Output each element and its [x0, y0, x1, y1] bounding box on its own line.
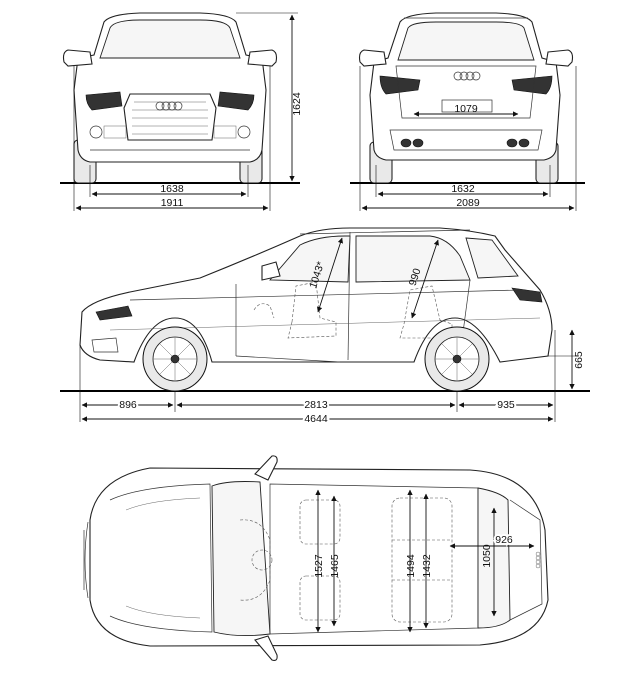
wheelbase-label: 2813 — [304, 399, 328, 411]
front-overhang-label: 896 — [119, 399, 137, 411]
front-shoulder-label: 1527 — [313, 554, 325, 578]
ground-clearance-label: 665 — [573, 351, 585, 369]
rear-width-label: 2089 — [456, 197, 480, 209]
front-track-label: 1638 — [160, 183, 184, 195]
front-elbow-label: 1465 — [329, 554, 341, 578]
trunk-width-label: 1050 — [481, 544, 493, 568]
front-view: 1624 1638 1911 — [60, 12, 303, 211]
rear-track-label: 1632 — [451, 183, 475, 195]
trunk-length-label: 926 — [495, 534, 513, 546]
rear-elbow-label: 1432 — [421, 554, 433, 578]
rear-view: 1079 1632 2089 — [350, 12, 585, 211]
rear-wheel — [424, 326, 490, 392]
front-wheel — [142, 326, 208, 392]
overall-length-label: 4644 — [304, 413, 328, 425]
front-width-label: 1911 — [161, 197, 184, 209]
rear-shoulder-label: 1494 — [405, 554, 417, 578]
rear-inner-width-label: 1079 — [454, 103, 478, 115]
rear-headroom-label: 990 — [407, 267, 424, 288]
side-view: 1043* 990 665 896 2813 935 4644 — [60, 227, 590, 427]
top-view: 1527 1465 1494 1432 1050 926 — [83, 455, 549, 661]
front-height-label: 1624 — [291, 92, 303, 116]
rear-overhang-label: 935 — [497, 399, 515, 411]
